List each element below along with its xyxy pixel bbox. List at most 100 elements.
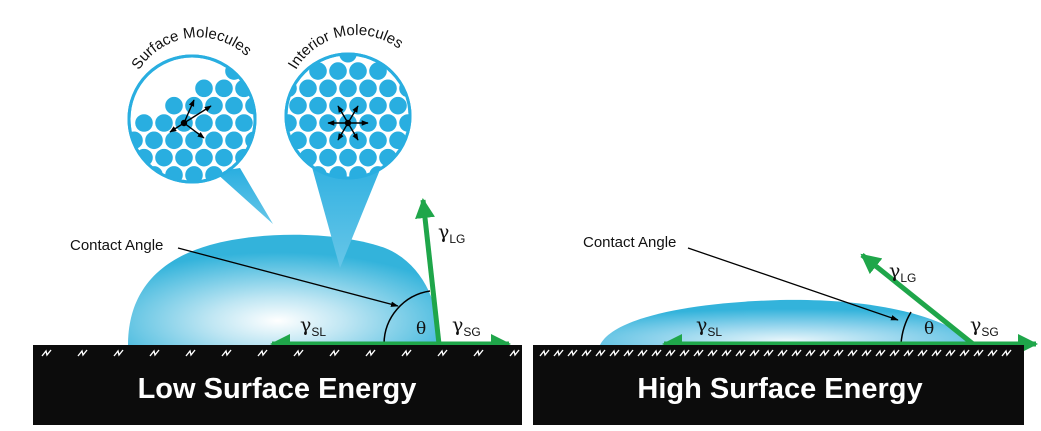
left-base-title: Low Surface Energy (138, 373, 417, 405)
molecule-icon (194, 78, 215, 99)
surface-roughness-mark (595, 349, 606, 357)
left-gamma-lg-label: γLG (438, 221, 465, 246)
surface-roughness-mark (931, 349, 942, 357)
molecule-icon (184, 130, 205, 151)
surface-roughness-mark (791, 349, 802, 357)
molecule-icon (164, 130, 185, 151)
molecule-icon (214, 147, 235, 168)
molecule-icon (144, 130, 165, 151)
molecule-icon (214, 78, 235, 99)
molecule-icon (286, 147, 299, 168)
surface-roughness-mark (257, 349, 268, 357)
surface-roughness-mark (509, 349, 520, 357)
molecule-icon (194, 147, 215, 168)
interior-force-arrows-icon (327, 105, 369, 141)
surface-roughness-mark (833, 349, 844, 357)
molecule-icon (134, 112, 155, 133)
left-contact-angle-label: Contact Angle (70, 237, 163, 254)
molecule-icon (358, 147, 379, 168)
molecule-icon (298, 112, 319, 133)
surface-roughness-mark (987, 349, 998, 357)
molecule-icon (204, 130, 225, 151)
surface-roughness-mark (875, 349, 886, 357)
surface-roughness-mark (721, 349, 732, 357)
molecule-icon (328, 61, 349, 82)
surface-roughness-mark (473, 349, 484, 357)
surface-roughness-mark (329, 349, 340, 357)
surface-roughness-mark (1001, 349, 1012, 357)
surface-roughness-mark (665, 349, 676, 357)
molecule-icon (204, 95, 225, 116)
surface-roughness-mark (637, 349, 648, 357)
surface-roughness-mark (185, 349, 196, 357)
surface-roughness-mark (973, 349, 984, 357)
surface-roughness-mark (777, 349, 788, 357)
molecule-icon (184, 164, 205, 182)
left-theta-symbol: θ (416, 319, 426, 339)
molecule-icon (368, 95, 389, 116)
surface-roughness-mark (749, 349, 760, 357)
molecule-icon (164, 95, 185, 116)
surface-roughness-mark (609, 349, 620, 357)
right-surface-hatch (539, 349, 1012, 357)
left-angle-arc (383, 290, 431, 345)
surface-molecules-bubble (105, 54, 257, 202)
surface-roughness-mark (41, 349, 52, 357)
surface-roughness-mark (437, 349, 448, 357)
surface-roughness-mark (861, 349, 872, 357)
molecule-icon (368, 130, 389, 151)
surface-roughness-mark (221, 349, 232, 357)
right-gamma-lg-label: γLG (889, 260, 916, 285)
surface-roughness-mark (77, 349, 88, 357)
molecule-icon (105, 131, 124, 150)
surface-roughness-mark (679, 349, 690, 357)
left-gamma-lg-arrow (415, 198, 442, 345)
left-substrate (33, 345, 522, 425)
molecule-icon (318, 78, 339, 99)
molecule-icon (328, 130, 349, 151)
surface-roughness-mark (903, 349, 914, 357)
molecule-icon (378, 112, 399, 133)
surface-roughness-mark (401, 349, 412, 357)
molecule-icon (129, 164, 144, 182)
molecule-icon (338, 147, 359, 168)
molecule-icon (378, 78, 399, 99)
molecule-icon (288, 95, 309, 116)
molecule-icon (154, 112, 175, 133)
molecule-icon (348, 130, 369, 151)
molecule-icon (328, 95, 349, 116)
molecule-icon (129, 147, 134, 168)
molecule-icon (195, 183, 214, 202)
molecule-icon (155, 183, 174, 202)
surface-roughness-mark (959, 349, 970, 357)
right-contact-angle-leader (687, 247, 899, 321)
molecule-icon (308, 95, 329, 116)
surface-force-arrows-icon (169, 99, 212, 139)
left-panel: Surface Molecules Interior Molecules Con… (33, 22, 522, 425)
right-substrate (533, 345, 1024, 425)
molecule-icon (234, 112, 255, 133)
molecule-icon (348, 61, 369, 82)
surface-roughness-mark (553, 349, 564, 357)
molecule-icon (224, 130, 245, 151)
left-gamma-sg-label: γSG (452, 314, 481, 339)
molecule-icon (154, 147, 175, 168)
molecule-icon (194, 112, 215, 133)
molecule-icon (224, 95, 245, 116)
surface-roughness-mark (805, 349, 816, 357)
molecule-icon (338, 54, 359, 64)
molecule-icon (175, 183, 194, 202)
surface-roughness-mark (365, 349, 376, 357)
surface-roughness-mark (847, 349, 858, 357)
surface-roughness-mark (819, 349, 830, 357)
right-panel: Contact Angle θ γLG γSL γSG High Surface… (533, 234, 1038, 425)
left-gamma-sl-label: γSL (300, 314, 326, 339)
molecule-icon (214, 112, 235, 133)
molecule-icon (348, 95, 369, 116)
left-surface-hatch (41, 349, 520, 357)
surface-roughness-mark (149, 349, 160, 357)
surface-roughness-mark (567, 349, 578, 357)
molecule-icon (298, 78, 319, 99)
right-gamma-lg-arrow (860, 253, 975, 346)
